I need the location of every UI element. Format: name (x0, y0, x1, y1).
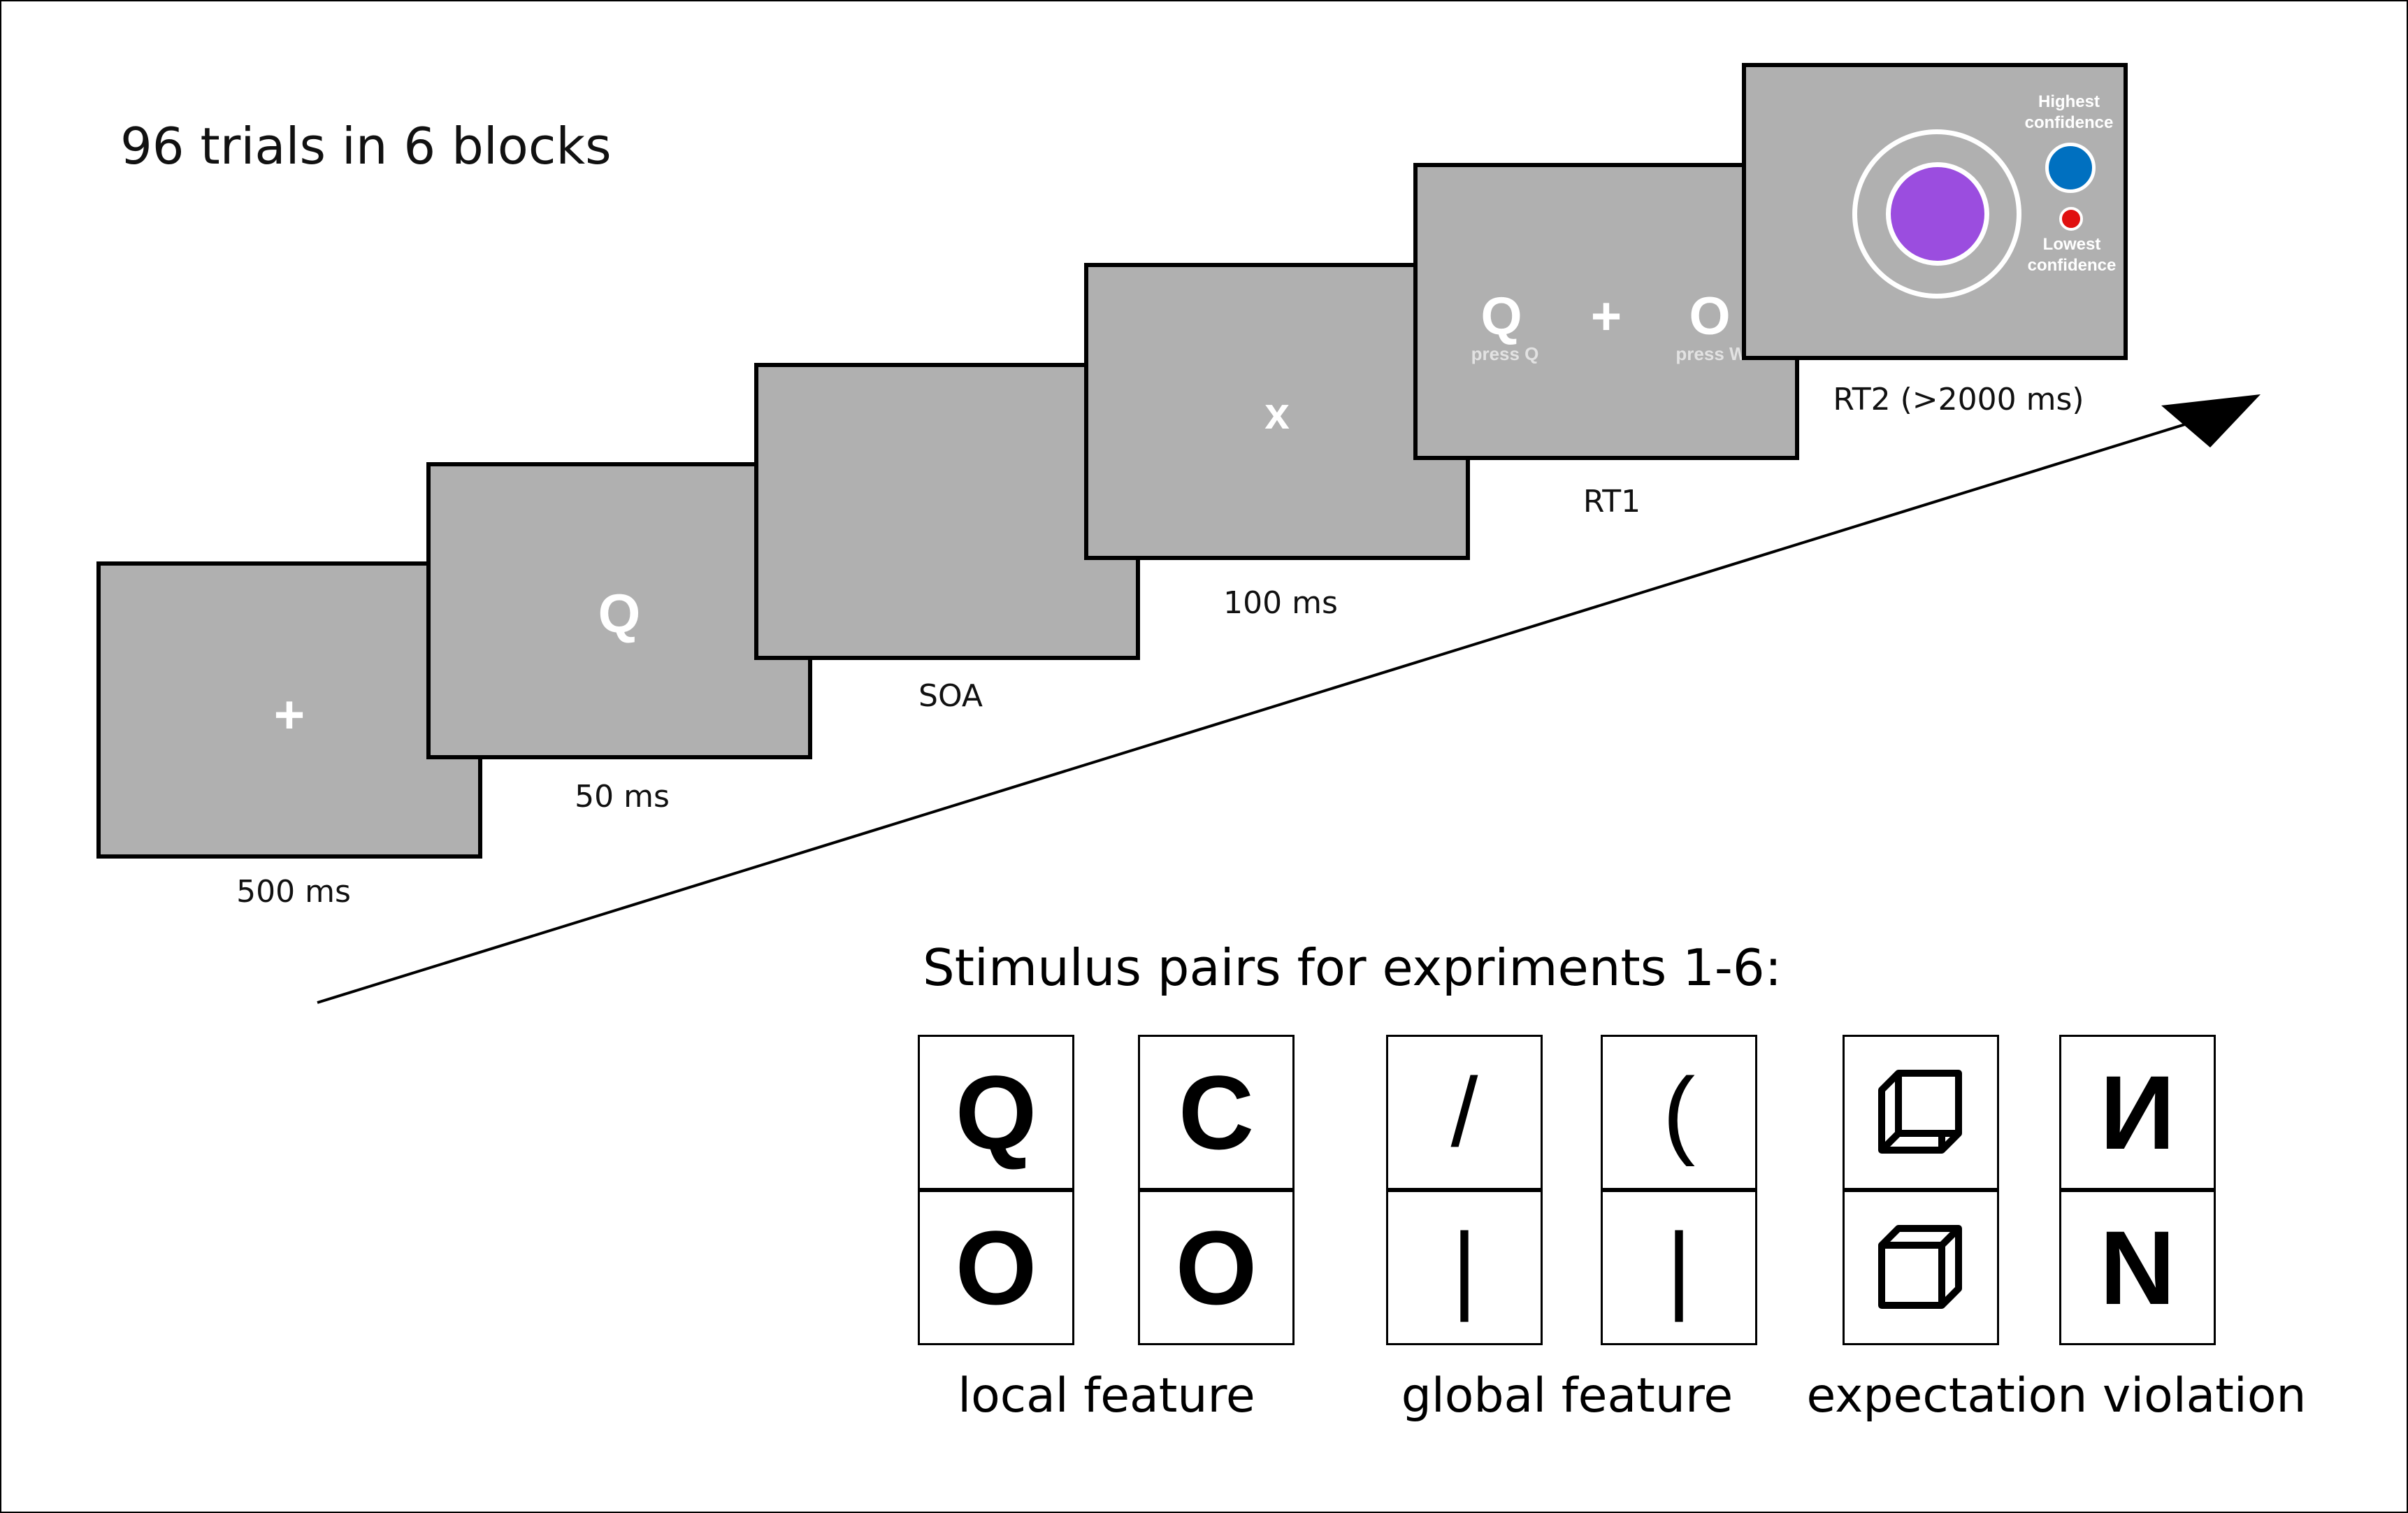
stimulus-glyph: И (2100, 1054, 2175, 1171)
screen-mask: x (1084, 263, 1470, 560)
stimulus-glyph: O (1175, 1209, 1257, 1326)
stimulus-cell: | (1386, 1190, 1543, 1345)
caption-fixation: 500 ms (236, 874, 351, 910)
stimulus-glyph: C (1178, 1054, 1255, 1171)
stimulus-glyph: Q (955, 1054, 1037, 1171)
caption-soa: SOA (918, 678, 983, 714)
fixation-cross: + (273, 685, 305, 745)
stimulus-cell: O (918, 1190, 1074, 1345)
screen-soa (754, 363, 1140, 660)
caption-mask: 100 ms (1223, 585, 1338, 621)
highest-confidence-dot (2045, 143, 2096, 193)
stimulus-cell: | (1601, 1190, 1757, 1345)
stimulus-glyph: | (1451, 1212, 1478, 1322)
mask-symbol: x (1264, 388, 1290, 438)
stimulus-glyph: | (1666, 1212, 1692, 1322)
lowest-confidence-label-line1: Lowest (2042, 235, 2101, 254)
stimulus-cell (1843, 1190, 1999, 1345)
highest-confidence-label-line2: confidence (2024, 113, 2114, 132)
time-arrow-line (317, 420, 2197, 1004)
stimulus-cell: C (1138, 1035, 1295, 1190)
cube-icon (1878, 1225, 1962, 1309)
cube-ambiguous-icon (1878, 1070, 1962, 1154)
screen-prime: Q (426, 462, 812, 759)
caption-confidence: RT2 (>2000 ms) (1833, 382, 2084, 417)
stimulus-cell: O (1138, 1190, 1295, 1345)
response-fixation: + (1590, 287, 1622, 346)
highest-confidence-label-line1: Highest (2038, 92, 2100, 111)
response-right-hint: press W (1675, 343, 1747, 364)
group-label-global: global feature (1401, 1368, 1733, 1424)
time-arrow-head (2161, 394, 2261, 447)
stimulus-cell: ( (1601, 1035, 1757, 1190)
stimulus-heading: Stimulus pairs for expriments 1-6: (923, 938, 1782, 997)
group-label-local: local feature (958, 1368, 1255, 1424)
caption-prime: 50 ms (575, 779, 670, 815)
group-label-expectation: expectation violation (1806, 1368, 2307, 1424)
confidence-inner-ring (1886, 162, 1989, 266)
response-left-letter: Q (1480, 287, 1522, 346)
response-right-letter: O (1689, 287, 1731, 346)
stimulus-cell: И (2059, 1035, 2216, 1190)
stimulus-glyph: / (1450, 1057, 1478, 1167)
response-left-hint: press Q (1471, 343, 1539, 364)
figure-title: 96 trials in 6 blocks (120, 117, 612, 175)
stimulus-cell: N (2059, 1190, 2216, 1345)
screen-fixation: + (96, 561, 482, 859)
stimulus-glyph: O (955, 1209, 1037, 1326)
stimulus-cell: Q (918, 1035, 1074, 1190)
lowest-confidence-dot (2059, 207, 2083, 231)
lowest-confidence-label-line2: confidence (2027, 256, 2117, 275)
screen-confidence: Highest confidence Lowest confidence (1742, 63, 2128, 360)
prime-letter: Q (598, 582, 641, 644)
stimulus-glyph: N (2099, 1209, 2176, 1326)
stimulus-cell (1843, 1035, 1999, 1190)
confidence-outer-ring (1852, 129, 2021, 299)
stimulus-cell: / (1386, 1035, 1543, 1190)
stimulus-glyph: ( (1662, 1057, 1696, 1167)
caption-response: RT1 (1582, 484, 1641, 519)
